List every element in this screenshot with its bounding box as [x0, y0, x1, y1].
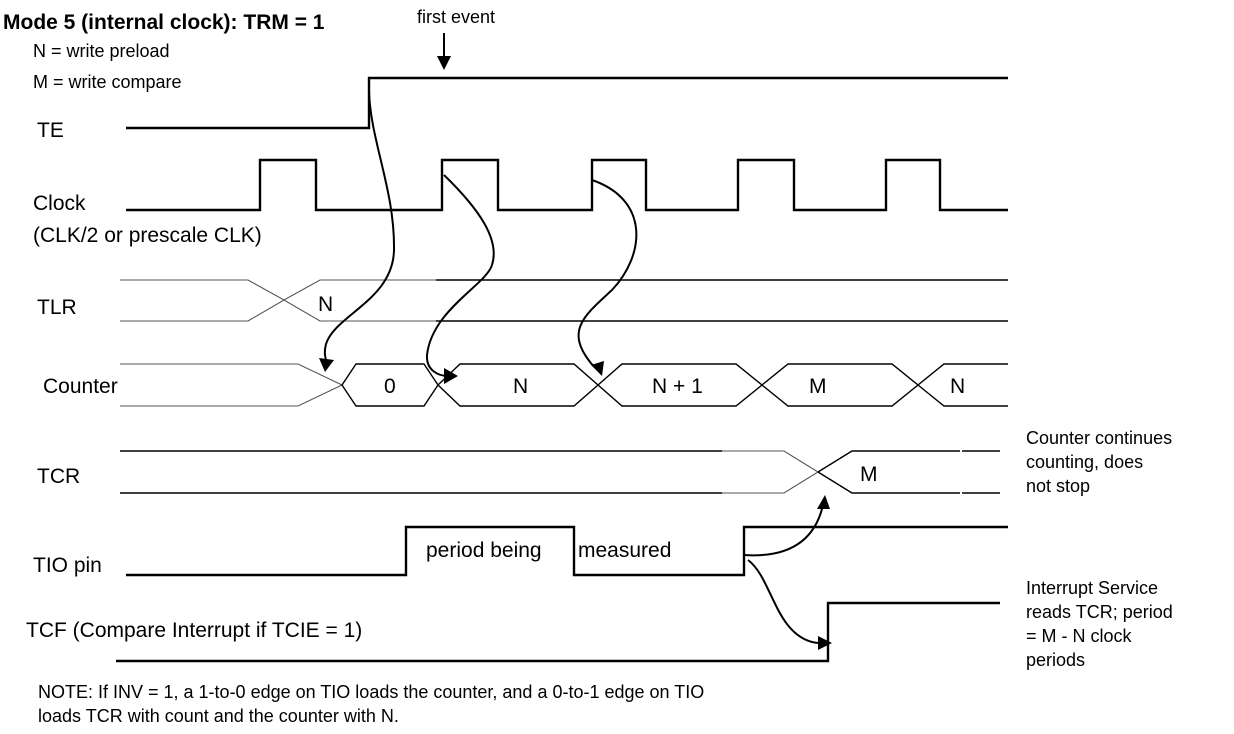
tcr-value-m: M [860, 463, 878, 486]
bottom-note-line-2: loads TCR with count and the counter wit… [38, 706, 399, 726]
arrow-clock1-to-counter [425, 174, 495, 384]
note-isr-line-2: reads TCR; period [1026, 602, 1173, 622]
te-waveform [126, 76, 1008, 130]
tcf-label: TCF (Compare Interrupt if TCIE = 1) [26, 619, 362, 642]
arrow-clock2-to-counter [577, 179, 638, 376]
note-isr-line-4: periods [1026, 650, 1085, 670]
counter-value-n: N [513, 375, 528, 398]
arrow-tio-to-tcf [747, 559, 832, 650]
note-isr-line-1: Interrupt Service [1026, 578, 1158, 598]
bottom-note-line-1: NOTE: If INV = 1, a 1-to-0 edge on TIO l… [38, 682, 704, 702]
te-label: TE [37, 119, 64, 142]
tio-text-period-being: period being [426, 539, 542, 562]
legend-n: N = write preload [33, 41, 170, 61]
tlr-value-n: N [318, 293, 333, 316]
tlr-bus [120, 279, 1008, 322]
tcf-waveform [116, 601, 1000, 663]
tlr-label: TLR [37, 296, 77, 319]
clock-sublabel: (CLK/2 or prescale CLK) [33, 224, 262, 247]
arrow-tio-to-tcr [743, 495, 830, 557]
note-counter-line-2: counting, does [1026, 452, 1143, 472]
tio-waveform [126, 525, 1008, 577]
note-counter-line-1: Counter continues [1026, 428, 1172, 448]
diagram-title: Mode 5 (internal clock): TRM = 1 [3, 11, 325, 34]
tcr-bus [120, 450, 1000, 494]
counter-value-n-2: N [950, 375, 965, 398]
first-event-arrow [437, 33, 451, 70]
counter-value-m: M [809, 375, 827, 398]
first-event-label: first event [417, 7, 495, 27]
clock-waveform [126, 158, 1008, 212]
counter-bus [120, 363, 1008, 407]
note-isr-line-3: = M - N clock [1026, 626, 1133, 646]
counter-label: Counter [43, 375, 118, 398]
tio-text-measured: measured [578, 539, 671, 562]
clock-label: Clock [33, 192, 86, 215]
note-counter-line-3: not stop [1026, 476, 1090, 496]
counter-value-n-plus-1: N + 1 [652, 375, 703, 398]
legend-m: M = write compare [33, 72, 182, 92]
arrow-te-to-counter [319, 89, 396, 372]
counter-value-0: 0 [384, 375, 396, 398]
tio-label: TIO pin [33, 554, 102, 577]
tcr-label: TCR [37, 465, 80, 488]
